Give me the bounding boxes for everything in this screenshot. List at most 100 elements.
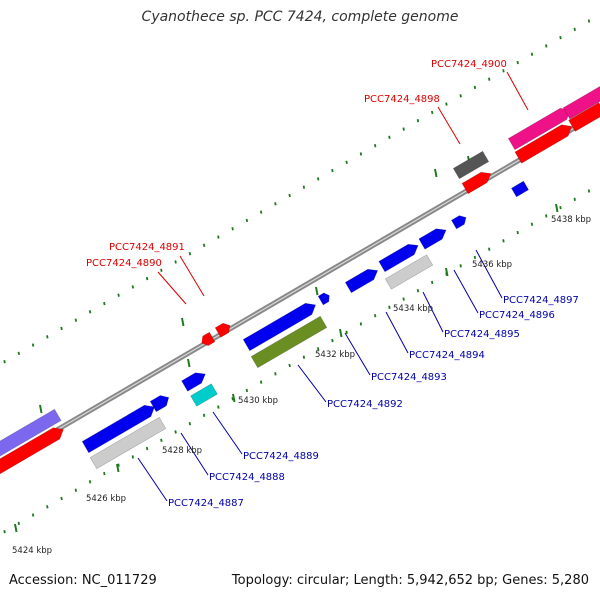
major-tick [181,317,185,327]
gene-pcc7424-4895 [378,243,419,273]
major-tick [339,328,343,338]
scale-label: 5432 kbp [315,350,355,360]
tick-row-upper [559,35,562,40]
tick-row-upper [103,301,106,306]
tick-row-upper [46,335,49,339]
tick-row-upper [459,94,462,98]
tick-row-lower [60,496,63,501]
genome-backbone-highlight [0,112,600,464]
tick-row-lower [416,289,420,293]
major-tick [232,393,236,403]
gene-label-pcc7424-4887: PCC7424_4887 [168,498,244,509]
major-tick [315,286,319,296]
scale-label: 5428 kbp [162,446,202,456]
callout-line-pcc7424-4896 [453,269,479,314]
gene-pcc7424-4898 [452,150,490,180]
callout-line-pcc7424-4895 [422,291,444,333]
callout-line-pcc7424-4892 [297,364,327,403]
tick-row-upper [288,193,291,198]
tick-row-lower [160,438,163,442]
tick-row-lower [302,355,306,359]
tick-row-lower [31,513,35,517]
gene-pcc7424-4890 [201,331,216,346]
tick-row-upper [231,227,234,231]
major-tick [187,358,191,368]
tick-row-upper [373,143,377,148]
gene-label-pcc7424-4895: PCC7424_4895 [444,329,520,340]
tick-row-upper [359,152,363,156]
tick-row-upper [217,235,220,239]
callout-line-pcc7424-4898 [437,106,461,145]
tick-row-lower [274,372,277,376]
accession-text: Accession: NC_011729 [9,573,157,588]
gene-purple-left [0,408,62,457]
tick-row-upper [587,19,591,23]
scale-label: 5436 kbp [472,260,512,270]
gene-label-pcc7424-4894: PCC7424_4894 [409,350,485,361]
tick-row-upper [445,102,448,106]
callout-line-pcc7424-4900 [506,71,529,111]
tick-row-upper [188,251,192,256]
tick-row-lower [373,313,377,318]
tick-row-upper [274,202,277,206]
tick-row-upper [402,127,405,131]
scale-label: 5424 kbp [12,546,52,556]
callout-line-pcc7424-4897 [475,249,503,299]
major-tick [555,203,559,213]
tick-row-upper [502,69,505,73]
tick-row-lower [174,430,177,434]
tick-row-upper [74,318,78,322]
tick-row-lower [587,189,591,193]
tick-row-upper [202,243,206,248]
tick-row-upper [245,218,249,223]
major-tick [116,463,120,473]
tick-row-lower [131,455,135,459]
tick-row-lower [74,488,78,492]
gene-label-pcc7424-4892: PCC7424_4892 [327,399,403,410]
callout-line-pcc7424-4887 [137,457,168,502]
tick-row-upper [516,60,519,65]
callout-line-pcc7424-4894 [385,311,409,354]
tick-row-lower [459,264,462,268]
gene-pcc7424-4888 [190,383,218,407]
gene-pcc7424-4889 [181,372,206,392]
tick-row-lower [331,338,334,343]
callout-line-pcc7424-4889 [212,411,243,455]
tick-row-lower [188,421,192,426]
tick-row-lower [516,230,519,235]
tick-row-lower [288,363,291,368]
tick-row-lower [217,405,220,409]
major-tick [445,267,449,277]
tick-row-lower [46,505,49,509]
tick-row-lower [345,330,348,334]
tick-row-upper [60,326,63,331]
major-tick [39,404,43,414]
tick-row-lower [402,297,405,301]
gene-red-left [0,427,64,475]
callout-line-pcc7424-4888 [180,432,209,476]
tick-row-upper [174,260,177,264]
gene-pcc7424-4894 [384,254,434,290]
tick-row-lower [145,446,149,451]
gene-pcc7424-4892 [242,302,316,352]
gene-red-edge [568,102,600,132]
scale-label: 5426 kbp [86,494,126,504]
tick-row-lower [259,380,263,384]
tick-row-lower [431,280,434,285]
tick-row-upper [416,119,420,123]
tick-row-upper [259,210,263,214]
tick-row-lower [559,205,562,210]
callout-line-pcc7424-4893 [344,332,371,376]
tick-row-upper [302,185,306,189]
gene-arrow-small [317,292,330,306]
gene-label-pcc7424-4889: PCC7424_4889 [243,451,319,462]
scale-label: 5430 kbp [238,396,278,406]
tick-row-lower [545,214,548,218]
tick-row-upper [31,343,35,347]
tick-row-upper [3,360,6,364]
tick-row-upper [131,285,135,289]
gene-red-right [514,124,573,164]
genome-summary-text: Topology: circular; Length: 5,942,652 bp… [231,573,589,588]
